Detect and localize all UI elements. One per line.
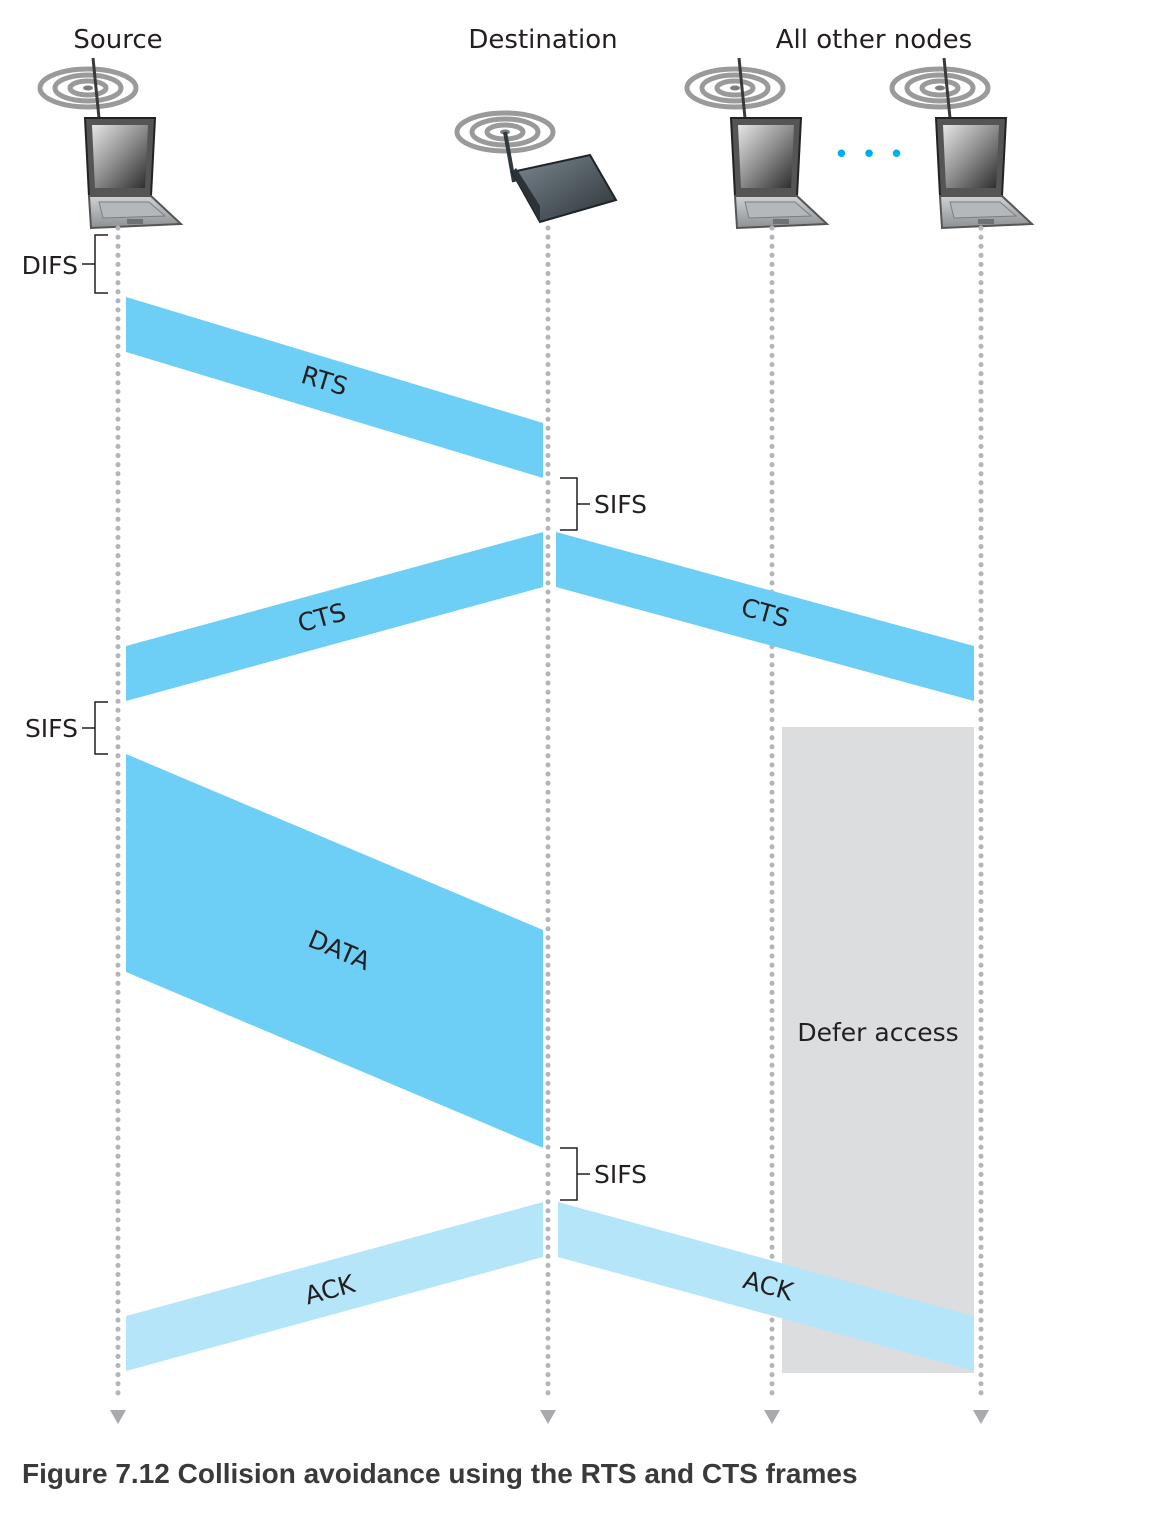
header-source: Source bbox=[73, 25, 162, 55]
destination-router-icon bbox=[457, 113, 618, 224]
other-node-laptop-icon bbox=[687, 56, 829, 230]
rts-cts-timing-diagram: Source Destination All other nodes • • • bbox=[22, 25, 1034, 1424]
cts-frame-to-source bbox=[126, 532, 543, 701]
figure-caption: Figure 7.12 Collision avoidance using th… bbox=[22, 1458, 858, 1489]
cts-frame-to-other-nodes bbox=[556, 532, 974, 701]
timeline-destination bbox=[540, 225, 556, 1424]
ack-frame-to-other-nodes bbox=[558, 1202, 974, 1371]
defer-access-region bbox=[782, 727, 974, 1373]
timeline-other-node bbox=[973, 225, 989, 1424]
difs-bracket: DIFS bbox=[22, 234, 108, 294]
header-destination: Destination bbox=[468, 25, 617, 55]
sifs-bracket-before-ack: SIFS bbox=[560, 1147, 647, 1201]
sifs-bracket-before-cts: SIFS bbox=[560, 477, 647, 531]
rts-frame bbox=[126, 297, 543, 478]
header-all-other-nodes: All other nodes bbox=[776, 25, 972, 55]
source-laptop-icon bbox=[40, 56, 183, 230]
timeline-arrow-icon bbox=[540, 1410, 556, 1424]
timeline-arrow-icon bbox=[973, 1410, 989, 1424]
difs-label: DIFS bbox=[22, 251, 78, 280]
defer-access-label: Defer access bbox=[797, 1018, 958, 1047]
other-node-laptop-icon bbox=[892, 56, 1034, 230]
sifs-bracket-before-data: SIFS bbox=[25, 701, 108, 755]
data-frame bbox=[126, 754, 543, 1148]
ellipsis-icon: • • • bbox=[834, 140, 907, 170]
sifs-label: SIFS bbox=[594, 490, 647, 519]
ack-frame-to-source bbox=[126, 1202, 543, 1371]
timeline-source bbox=[110, 225, 126, 1424]
sifs-label: SIFS bbox=[594, 1160, 647, 1189]
sifs-label: SIFS bbox=[25, 714, 78, 743]
timeline-arrow-icon bbox=[110, 1410, 126, 1424]
timeline-other-node bbox=[764, 225, 780, 1424]
timeline-arrow-icon bbox=[764, 1410, 780, 1424]
